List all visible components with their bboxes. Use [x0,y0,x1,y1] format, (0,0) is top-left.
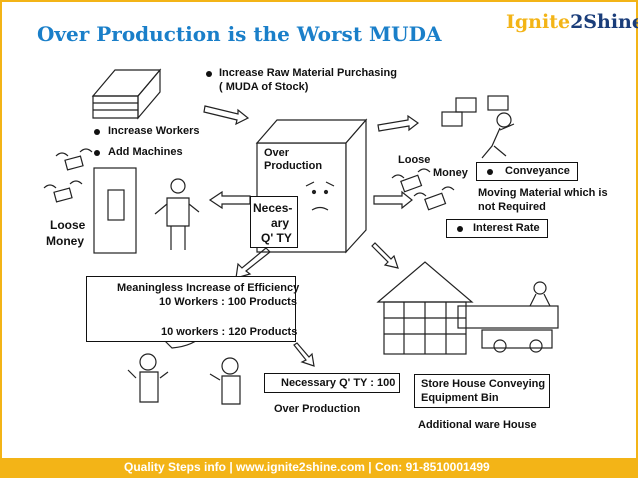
raw-material-stack-icon [93,70,160,118]
footer-text: Quality Steps info | www.ignite2shine.co… [124,460,490,474]
necessary-qty-100-box: Necessary Q' TY : 100 [264,373,400,393]
additional-ware-house-label: Additional ware House [418,418,537,433]
arrow-to-workers-icon [210,192,250,208]
efficiency-line2: 10 workers : 120 Products [161,325,297,340]
bullet-icon [94,129,100,135]
bullet-icon [457,226,463,232]
conveyance-label: Conveyance [505,164,570,179]
efficiency-box: Meaningless Increase of Efficiency 10 Wo… [86,276,296,342]
efficiency-line1: 10 Workers : 100 Products [159,295,297,310]
footer-bar: Quality Steps info | www.ignite2shine.co… [0,458,638,478]
arrow-to-raw-material-icon [204,106,248,124]
logo-part1: Ignite [506,11,570,33]
arrow-to-interest-icon [374,192,412,208]
moving-material-line2: not Required [478,200,546,215]
interest-rate-label: Interest Rate [473,221,540,236]
interest-rate-box: Interest Rate [446,219,548,238]
arrow-to-conveyance-icon [378,116,418,131]
page-title: Over Production is the Worst MUDA [37,22,441,46]
store-house-box: Store House Conveying Equipment Bin [414,374,550,408]
loose-right-label: Loose [398,153,430,168]
store-house-line2: Equipment Bin [421,391,499,406]
over-production-label-line2: Production [264,159,322,174]
loose-money-left-line2: Money [46,234,84,249]
arrow-to-warehouse-icon [372,243,398,268]
efficiency-title: Meaningless Increase of Efficiency [117,281,299,296]
necessary-qty-100-label: Necessary Q' TY : 100 [281,376,395,391]
necessary-line3: Q' TY [261,231,292,246]
loose-money-left-line1: Loose [50,218,85,233]
brand-logo: Ignite2Shine [506,11,638,33]
increase-workers-label: Increase Workers [108,124,200,139]
money-right-label: Money [433,166,468,181]
flying-money-icon-left [44,149,92,202]
necessary-line1: Neces- [253,201,292,216]
bullet-icon [94,150,100,156]
warehouse-icon [378,262,558,354]
logo-part2: 2Shine [570,11,638,33]
necessary-line2: ary [271,216,289,231]
necessary-qty-box: Neces- ary Q' TY [250,196,298,248]
conveyance-box: Conveyance [476,162,578,181]
muda-of-stock-label: ( MUDA of Stock) [219,80,308,95]
moving-material-line1: Moving Material which is [478,186,608,201]
bullet-icon [206,71,212,77]
over-production-bottom-label: Over Production [274,402,360,417]
arrow-to-necessary-qty-icon [294,343,314,366]
mover-with-boxes-icon [442,96,514,158]
raw-material-label: Increase Raw Material Purchasing [219,66,397,81]
add-machines-label: Add Machines [108,145,183,160]
store-house-line1: Store House Conveying [421,377,545,392]
worker-machine-icon [94,168,199,253]
bullet-icon [487,169,493,175]
